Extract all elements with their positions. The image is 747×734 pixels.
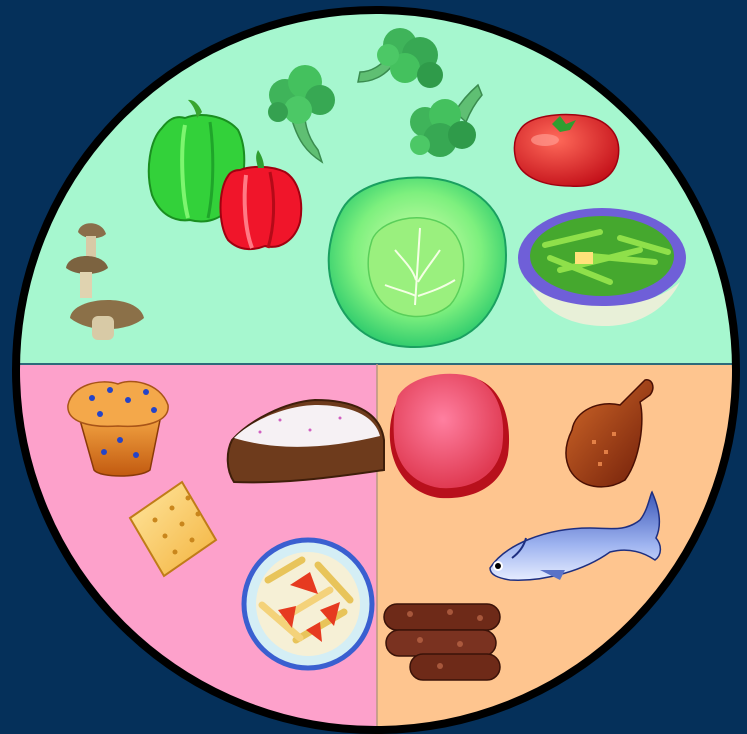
tomato-icon bbox=[514, 115, 618, 187]
cabbage-icon bbox=[329, 177, 506, 347]
ground-meat-patty-icon bbox=[390, 374, 509, 498]
pasta-plate-icon bbox=[244, 540, 372, 668]
